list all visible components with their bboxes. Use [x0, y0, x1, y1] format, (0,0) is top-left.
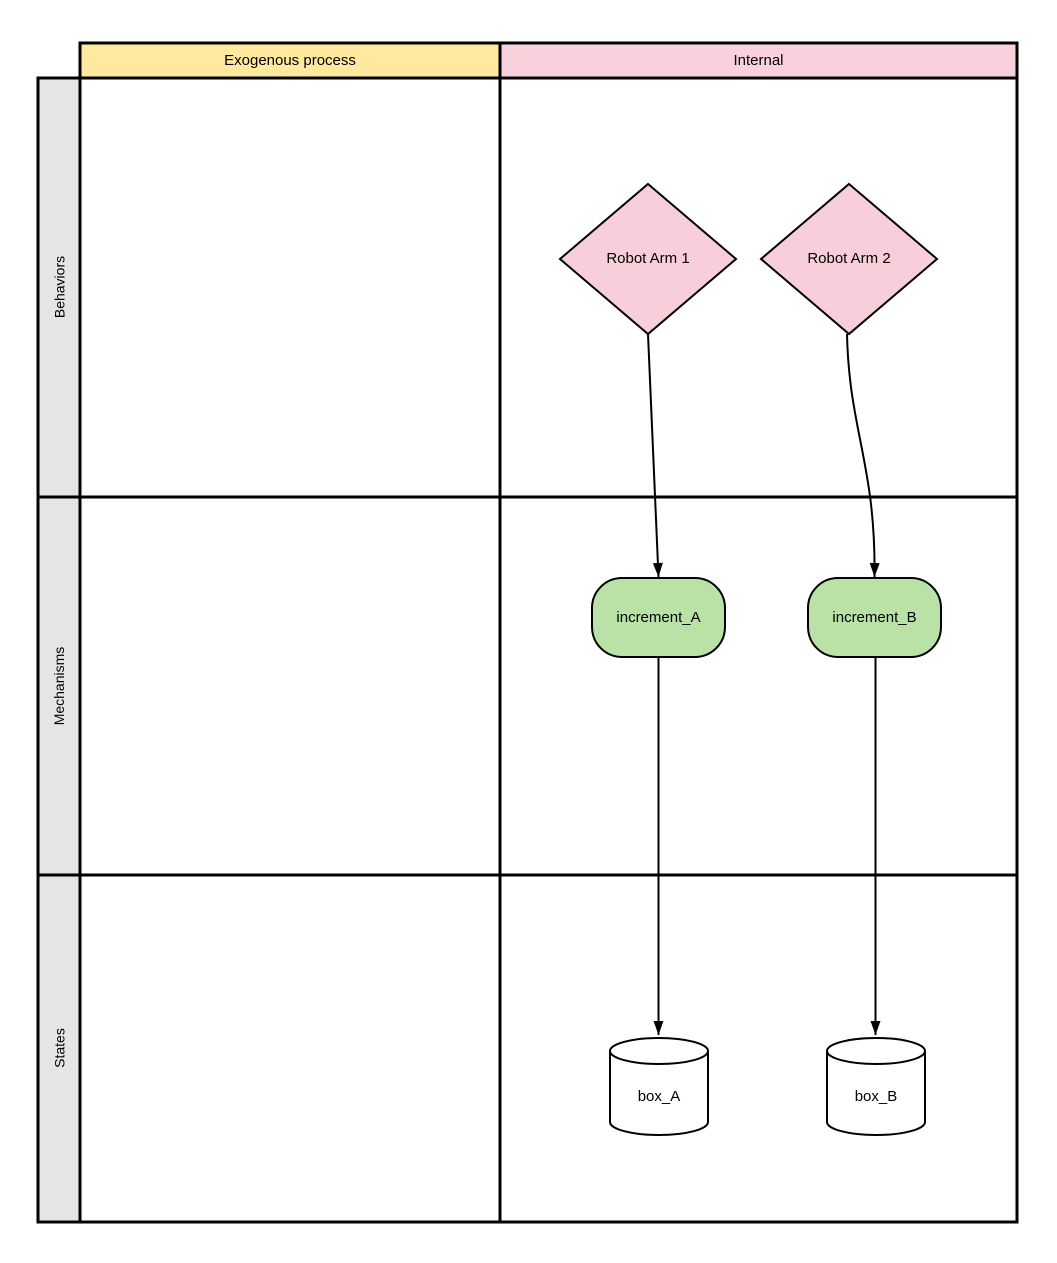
- cell-behaviors-internal: [498, 76, 1019, 499]
- header-cell-exogenous: [78, 41, 502, 80]
- cylinder-box-a: [609, 1037, 709, 1136]
- edge-robot-arm-2-to-increment-b: [846, 333, 880, 578]
- rounded-rect-increment-b: [807, 577, 942, 658]
- cell-behaviors-exogenous: [78, 76, 502, 499]
- row-label-cell-mechanisms: [36, 495, 82, 877]
- diamond-robot-arm-1: [558, 182, 738, 336]
- cell-states-exogenous: [78, 873, 502, 1224]
- edge-robot-arm-1-to-increment-a: [647, 333, 663, 578]
- cell-mechanisms-internal: [498, 495, 1019, 877]
- diamond-robot-arm-2: [759, 182, 939, 336]
- cell-states-internal: [498, 873, 1019, 1224]
- cylinder-box-b: [826, 1037, 926, 1136]
- row-label-cell-behaviors: [36, 76, 82, 499]
- row-label-cell-states: [36, 873, 82, 1224]
- rounded-rect-increment-a: [591, 577, 726, 658]
- header-cell-internal: [498, 41, 1019, 80]
- cell-mechanisms-exogenous: [78, 495, 502, 877]
